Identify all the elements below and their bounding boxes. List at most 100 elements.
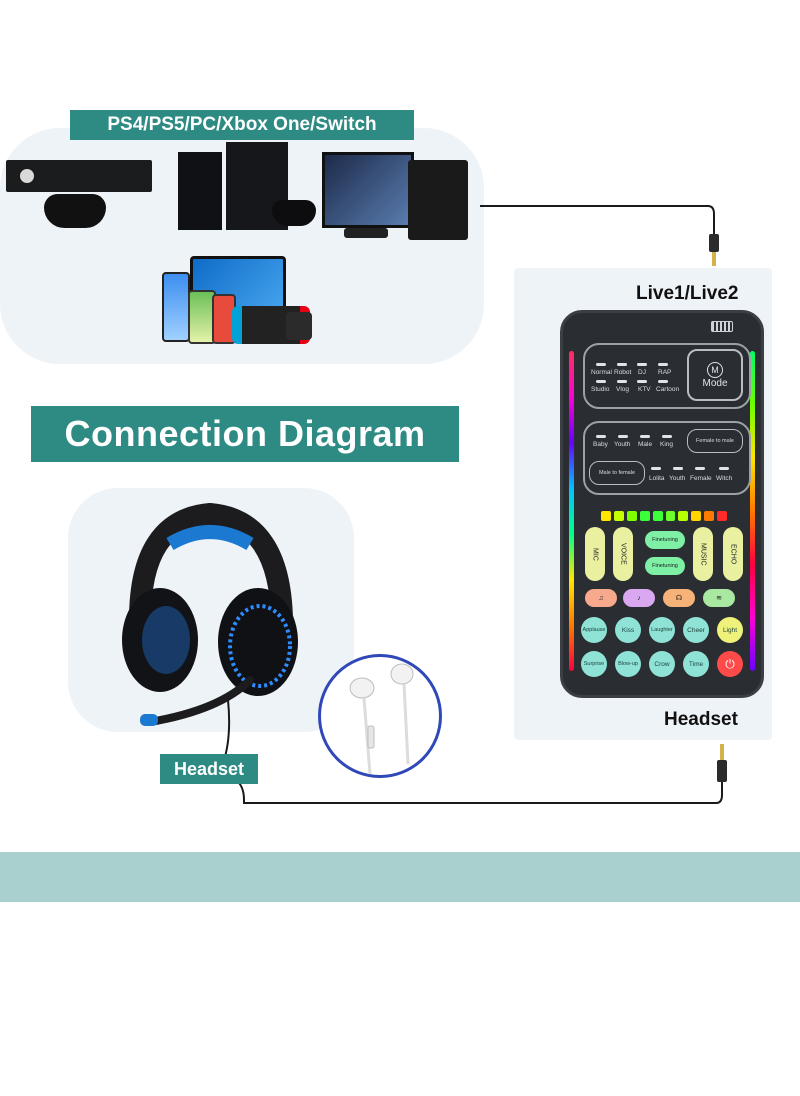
music-slider[interactable]: MUSIC	[693, 527, 713, 581]
plug-bottom-pin	[720, 744, 724, 760]
mic-slider[interactable]: MIC	[585, 527, 605, 581]
effect-robot[interactable]: Robot	[614, 369, 632, 376]
effect-rap[interactable]: RAP	[658, 369, 672, 376]
meter-segment	[601, 511, 611, 521]
voice-witch[interactable]: Witch	[716, 475, 733, 482]
sound-wave-icon: ≋	[716, 595, 722, 602]
blow-up-label: Blow-up	[618, 661, 638, 667]
mic-label: MIC	[591, 547, 599, 561]
effect-indicator	[596, 380, 606, 383]
applause-button[interactable]: Applause	[581, 617, 607, 643]
microphone-boom-icon	[146, 676, 254, 726]
pc-monitor-image	[322, 152, 414, 228]
meter-segment	[678, 511, 689, 521]
xbox-console-image	[6, 160, 152, 192]
rgb-strip-right	[750, 351, 755, 671]
power-icon: ⏻	[725, 656, 735, 671]
platforms-label-text: PS4/PS5/PC/Xbox One/Switch	[107, 114, 377, 135]
left-earpad	[142, 606, 190, 674]
meter-segment	[613, 511, 624, 521]
voice-youth-2[interactable]: Youth	[669, 475, 686, 482]
effect-indicator	[658, 363, 668, 366]
voice-slider[interactable]: VOICE	[613, 527, 633, 581]
voice-label: VOICE	[619, 543, 627, 565]
music-note-icon: ♫	[598, 594, 604, 602]
cheer-button[interactable]: Cheer	[683, 617, 709, 643]
finetuning-bottom-button[interactable]: Finetuning	[645, 557, 685, 575]
right-earbud-icon	[390, 663, 414, 685]
blow-up-button[interactable]: Blow-up	[615, 651, 641, 677]
effect-studio[interactable]: Studio	[591, 386, 610, 393]
voices-section	[583, 421, 751, 495]
voice-indicator	[640, 435, 650, 438]
right-earcup-ring	[228, 604, 292, 688]
effect-ktv[interactable]: KTV	[638, 386, 651, 393]
meter-segment	[652, 511, 663, 521]
platforms-label: PS4/PS5/PC/Xbox One/Switch	[70, 110, 414, 140]
voice-female[interactable]: Female	[690, 475, 712, 482]
earphones-circle	[318, 654, 442, 778]
echo-slider[interactable]: ECHO	[723, 527, 743, 581]
bell-button[interactable]: ♪	[623, 589, 655, 607]
female-to-male-button[interactable]: Female to male	[687, 429, 743, 453]
meter-segment	[639, 511, 650, 521]
surprise-button[interactable]: Surprise	[581, 651, 607, 677]
voice-indicator	[596, 435, 606, 438]
headphone-icon: ☊	[675, 595, 683, 602]
voice-changer-device: Normal Robot DJ RAP Studio Vlog KTV Cart…	[560, 310, 764, 698]
echo-label: ECHO	[729, 543, 737, 565]
cable-path-top	[480, 205, 715, 236]
finetuning-top-button[interactable]: Finetuning	[645, 531, 685, 549]
cable-path-bottom	[235, 779, 723, 804]
mode-button[interactable]: M Mode	[687, 349, 743, 401]
time-button[interactable]: Time	[683, 651, 709, 677]
effect-dj[interactable]: DJ	[638, 369, 646, 376]
voice-male[interactable]: Male	[638, 441, 653, 448]
music-note-button[interactable]: ♫	[585, 589, 617, 607]
bell-icon: ♪	[637, 594, 641, 602]
plug-top-icon	[709, 234, 719, 252]
crow-button[interactable]: Crow	[649, 651, 675, 677]
music-label: MUSIC	[699, 542, 707, 566]
effect-normal[interactable]: Normal	[591, 369, 612, 376]
voice-indicator	[662, 435, 672, 438]
voice-baby[interactable]: Baby	[593, 441, 608, 448]
headband-accent	[166, 525, 254, 551]
pc-stand-icon	[344, 228, 388, 238]
earphone-wire-right	[402, 683, 410, 765]
gaming-headset-image	[122, 502, 298, 726]
kiss-button[interactable]: Kiss	[615, 617, 641, 643]
voice-youth[interactable]: Youth	[614, 441, 631, 448]
earphone-wire-left	[362, 697, 372, 775]
plug-top-pin	[712, 252, 716, 266]
battery-icon	[711, 321, 733, 332]
finetuning-top-label: Finetuning	[652, 537, 678, 543]
crow-label: Crow	[654, 660, 670, 668]
ps-console-image	[178, 152, 222, 230]
effect-vlog[interactable]: Vlog	[616, 386, 630, 393]
page-title: Connection Diagram	[64, 413, 426, 454]
earphone-jack-icon	[367, 725, 375, 749]
microphone-tip-icon	[140, 714, 158, 726]
kiss-label: Kiss	[621, 626, 635, 634]
live-label: Live1/Live2	[636, 283, 739, 304]
male-to-female-button[interactable]: Male to female	[589, 461, 645, 485]
xbox-logo-icon	[20, 169, 34, 183]
xbox-controller-icon	[44, 194, 106, 228]
sound-wave-button[interactable]: ≋	[703, 589, 735, 607]
effect-cartoon[interactable]: Cartoon	[656, 386, 680, 393]
laughter-button[interactable]: Laughter	[649, 617, 675, 643]
voice-indicator	[695, 467, 705, 470]
voice-king[interactable]: King	[660, 441, 674, 448]
voice-lolita[interactable]: Lolita	[649, 475, 665, 482]
effect-indicator	[617, 363, 627, 366]
plug-bottom-icon	[717, 760, 727, 782]
male-to-female-label: Male to female	[598, 470, 636, 476]
headphone-button[interactable]: ☊	[663, 589, 695, 607]
light-button[interactable]: Light	[717, 617, 743, 643]
handheld-image	[286, 312, 312, 340]
bottom-band	[0, 852, 800, 902]
headband-icon	[129, 502, 293, 621]
left-earbud-icon	[349, 677, 375, 699]
power-button[interactable]: ⏻	[717, 651, 743, 677]
